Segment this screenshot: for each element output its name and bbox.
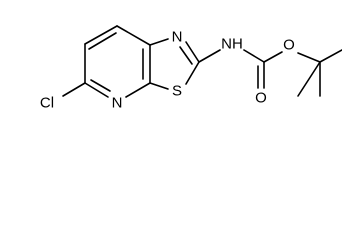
bond-s-c3a <box>149 82 169 90</box>
bond-npyr-c5 <box>84 82 109 98</box>
bond-nthz-c2-double <box>179 46 193 65</box>
bond-cquat-methyl-right <box>319 49 342 63</box>
bond-c7a-nthz <box>149 38 169 46</box>
atom-nitrogen-pyridine: N <box>112 95 123 112</box>
bond-c2-s <box>185 61 200 85</box>
bond-oester-cquat <box>297 52 321 63</box>
bond-c6-c7 <box>84 25 118 45</box>
bond-c7-c7a <box>116 25 151 46</box>
structure-diagram: Cl N N S NH O O <box>40 25 342 112</box>
bond-nthz-c2 <box>185 41 200 63</box>
atom-amine-nh: NH <box>221 36 243 53</box>
bond-nh-ccarbonyl <box>243 49 265 63</box>
bond-npyr-c5-double <box>90 79 111 92</box>
atom-oxygen-ester: O <box>283 37 295 54</box>
molecule-drawing: Cl N N S NH O O <box>40 25 342 112</box>
atom-nitrogen-thiazole: N <box>172 29 183 46</box>
bond-c6-c7-double <box>88 32 117 50</box>
bond-ccarbonyl-oester <box>263 51 283 63</box>
bond-cquat-methyl-left <box>297 61 321 97</box>
atom-oxygen-carbonyl: O <box>255 90 267 107</box>
atom-sulfur: S <box>172 83 182 100</box>
bond-c2-nh <box>198 49 221 63</box>
bond-c3a-npyr <box>125 82 151 98</box>
atom-chlorine: Cl <box>40 95 54 112</box>
bond-c5-cl <box>62 82 86 97</box>
